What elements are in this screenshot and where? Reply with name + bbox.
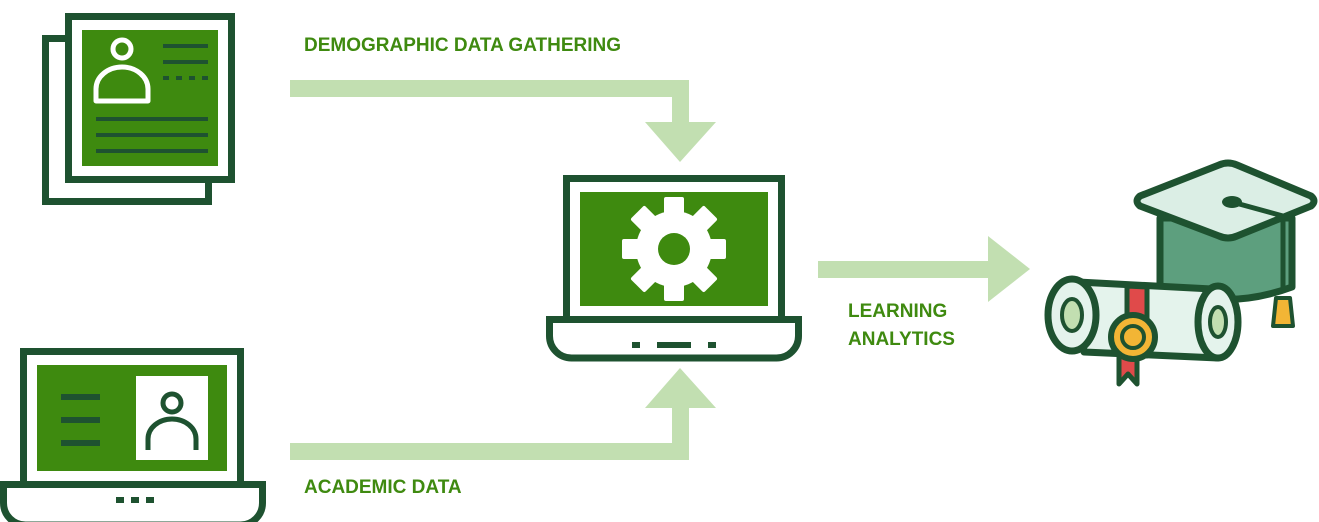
arrow-analytics-to-graduation <box>818 236 1030 302</box>
graduation-diploma-icon <box>1044 159 1318 387</box>
learning-analytics-label-line1: LEARNING <box>848 301 948 322</box>
gear-icon <box>622 197 726 301</box>
profile-card-icon <box>42 13 235 205</box>
demographic-data-label: DEMOGRAPHIC DATA GATHERING <box>304 35 622 56</box>
student-laptop-icon <box>0 348 266 522</box>
learning-analytics-label: LEARNING ANALYTICS <box>848 298 955 353</box>
learning-analytics-label-line2: ANALYTICS <box>848 328 955 350</box>
arrow-academic-to-processor <box>290 368 716 460</box>
arrow-demographic-to-processor <box>290 80 716 162</box>
academic-data-label: ACADEMIC DATA <box>304 477 462 498</box>
gear-laptop-icon <box>546 175 802 362</box>
